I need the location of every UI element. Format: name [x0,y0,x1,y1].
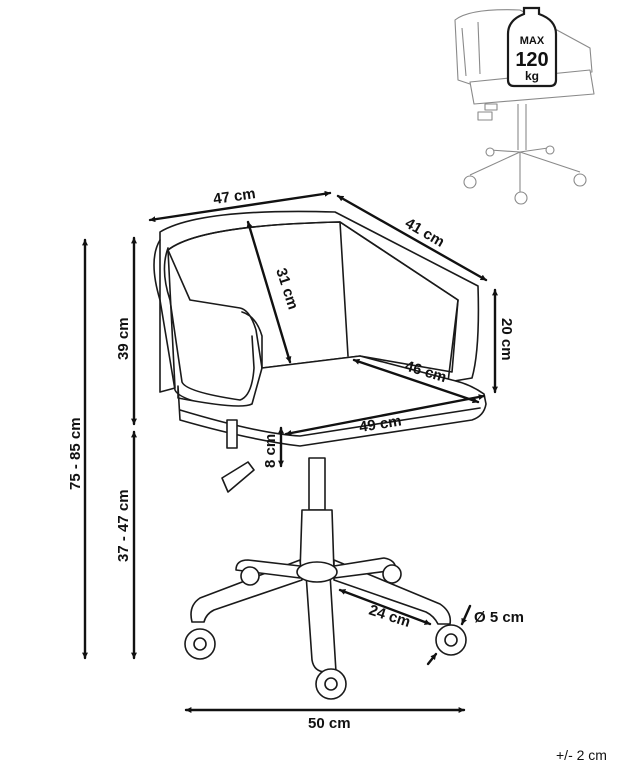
label-armrest-height: 20 cm [498,318,515,361]
height-lever [221,461,255,493]
label-leg-length: 24 cm [367,602,413,631]
label-backrest-inner-height: 31 cm [272,266,301,312]
label-seat-height: 37 - 47 cm [115,489,132,562]
gas-lift [308,457,326,511]
label-backrest-width: 47 cm [212,185,256,208]
label-wheel-diameter: Ø 5 cm [474,609,524,626]
backrest-panel [167,221,459,373]
label-base-diameter: 50 cm [308,715,351,732]
label-total-height: 75 - 85 cm [67,417,84,490]
badge-weight-unit: kg [525,69,539,83]
label-seat-thickness: 8 cm [262,434,279,468]
casters [184,564,467,700]
badge-max-label: MAX [520,35,545,47]
label-seat-width: 49 cm [358,413,403,436]
badge-weight-value: 120 [515,49,548,71]
chair-illustration [153,210,487,700]
tolerance-note: +/- 2 cm [556,747,607,763]
max-weight-badge: MAX 120 kg [506,6,558,88]
dimension-lines [82,190,498,713]
label-backrest-height: 39 cm [115,317,132,360]
